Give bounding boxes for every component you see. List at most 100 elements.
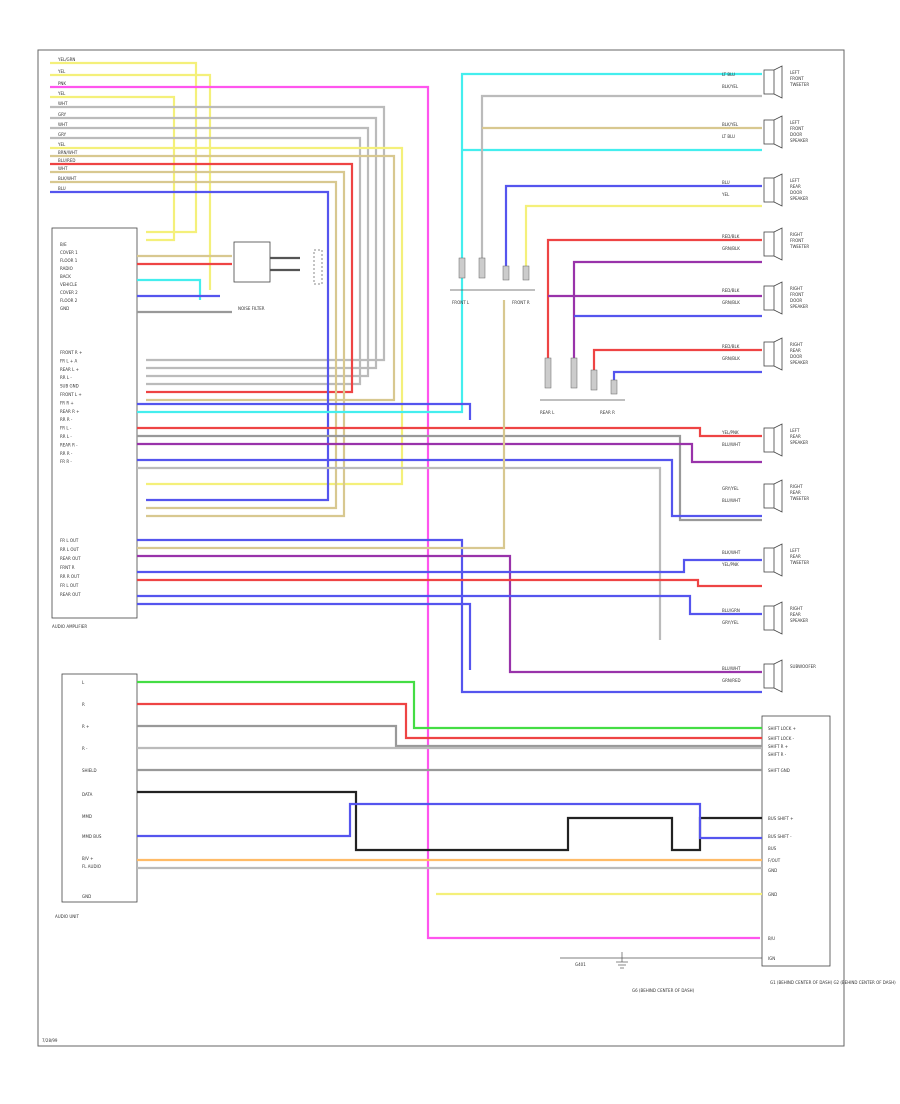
audio-amplifier-box <box>51 227 138 619</box>
speaker-wire-label: YEL/PNK <box>721 562 739 567</box>
amp-pin-label: FR R - <box>60 459 72 464</box>
speaker-label: SPEAKER <box>790 138 808 143</box>
wire-grn-blk-3 <box>612 370 762 384</box>
wire-grn-unit <box>137 680 762 730</box>
amp-pin-label: COVER 2 <box>60 290 78 295</box>
speaker-wire-label: LT BLU <box>722 72 735 77</box>
amp-pin-label: SUB GND <box>60 384 79 389</box>
wire-blk-wht <box>50 180 338 510</box>
amp-pin-label: B/E <box>60 242 67 247</box>
wire-grn-blk-1 <box>572 260 762 360</box>
connector-pin-label: SHIFT R + <box>768 744 788 749</box>
connector-pin-label: BUS SHIFT - <box>768 834 792 839</box>
speaker-label: REAR <box>790 612 801 617</box>
speaker-body <box>763 427 775 453</box>
speaker-wire-label: LT BLU <box>722 134 735 139</box>
speaker-wire-label: GRN/RED <box>722 678 741 683</box>
top-wire-label: WHT <box>58 101 68 106</box>
connector-pin-label: B/U <box>768 936 775 941</box>
wire-blu-sub <box>137 538 762 694</box>
junction-label: REAR R <box>600 410 615 415</box>
connector-pin-label: SHIFT GND <box>768 768 790 773</box>
wire-blu-spk <box>504 184 762 270</box>
speaker-label: TWEETER <box>789 82 809 87</box>
speaker-label: DOOR <box>790 190 802 195</box>
speaker-wire-label: GRY/YEL <box>722 486 739 491</box>
speaker-label: LEFT <box>790 70 800 75</box>
top-wire-labels: YEL/GRN YEL PNK YEL WHT GRY WHT GRY YEL … <box>57 57 78 191</box>
speaker-body <box>763 177 775 203</box>
wire-gry-mid <box>137 434 762 522</box>
speaker-label: DOOR <box>790 354 802 359</box>
speaker-label: SPEAKER <box>790 618 808 623</box>
wire-brn-wht <box>50 154 396 402</box>
right-connector-box <box>761 715 831 967</box>
amp-pin-label: RR R - <box>60 451 73 456</box>
connector-pin-label: SHIFT LOCK + <box>768 726 796 731</box>
speaker-label: REAR <box>790 490 801 495</box>
speaker-label: SPEAKER <box>790 196 808 201</box>
junction-label: REAR L <box>540 410 555 415</box>
top-wire-label: WHT <box>58 166 68 171</box>
speaker-label: LEFT <box>790 178 800 183</box>
speaker-label: RIGHT <box>790 342 803 347</box>
amp-pin-label: RR L - <box>60 375 72 380</box>
wire-blk-yel-1 <box>480 94 762 260</box>
top-wire-label: WHT <box>58 122 68 127</box>
amp-pin-label: FRNT R <box>60 565 75 570</box>
amp-pin-label: FLOOR 2 <box>60 298 78 303</box>
amp-pin-label: FLOOR 1 <box>60 258 78 263</box>
speaker-cone <box>773 227 783 261</box>
wire-red-blk-1 <box>546 238 762 360</box>
top-harness-wires <box>50 61 760 940</box>
speaker-cone <box>773 115 783 149</box>
wire-blk-unit <box>137 724 762 748</box>
unit-pin-label: MMD BUS <box>82 834 102 839</box>
amp-pin-label: FRONT L + <box>60 392 82 397</box>
speaker-wire-label: RED/BLK <box>722 234 740 239</box>
speaker-body <box>763 547 775 573</box>
mid-harness-wires <box>137 72 762 694</box>
speaker-label: RIGHT <box>790 606 803 611</box>
speaker-body <box>763 119 775 145</box>
wire-blu <box>50 190 330 502</box>
audio-amplifier-label: AUDIO AMPLIFIER <box>52 624 87 629</box>
speaker-cone <box>773 281 783 315</box>
speaker-label: SPEAKER <box>790 304 808 309</box>
speaker-label: FRONT <box>790 76 804 81</box>
speaker-label: SPEAKER <box>790 440 808 445</box>
speaker-wire-label: BLU/WHT <box>722 498 741 503</box>
top-wire-label: YEL <box>57 142 66 147</box>
speaker-label: SPEAKER <box>790 360 808 365</box>
amp-pin-label: FRONT R + <box>60 350 82 355</box>
speaker: SUBWOOFER BLU/WHT GRN/RED <box>722 659 816 693</box>
speaker-cone <box>773 479 783 513</box>
top-wire-label: YEL <box>57 91 66 96</box>
speaker-wire-label: BLU/WHT <box>722 666 741 671</box>
amp-pin-label: REAR R - <box>60 442 78 447</box>
speaker-wire-label: BLU <box>722 180 730 185</box>
wire-yel-3 <box>50 146 404 486</box>
unit-pin-label: B/V + <box>82 856 93 861</box>
connector-pin-label: BUS <box>768 846 777 851</box>
speaker-wire-label: BLU/GRN <box>722 608 740 613</box>
speaker-wire-label: GRN/BLK <box>722 246 740 251</box>
wire-yel-spk <box>524 204 762 270</box>
amp-pin-label: REAR R + <box>60 409 80 414</box>
speaker-wire-label: GRN/BLK <box>722 300 740 305</box>
speaker-label: TWEETER <box>789 244 809 249</box>
speaker-wire-label: YEL/PNK <box>721 430 739 435</box>
wire-wht-1 <box>50 105 386 362</box>
unit-pin-label: SHIELD <box>82 768 97 773</box>
speaker-wire-label: BLU/WHT <box>722 442 741 447</box>
top-wire-label: BLU <box>58 186 66 191</box>
speaker-label: SUBWOOFER <box>790 664 816 669</box>
amp-pin-label: RR R - <box>60 417 73 422</box>
